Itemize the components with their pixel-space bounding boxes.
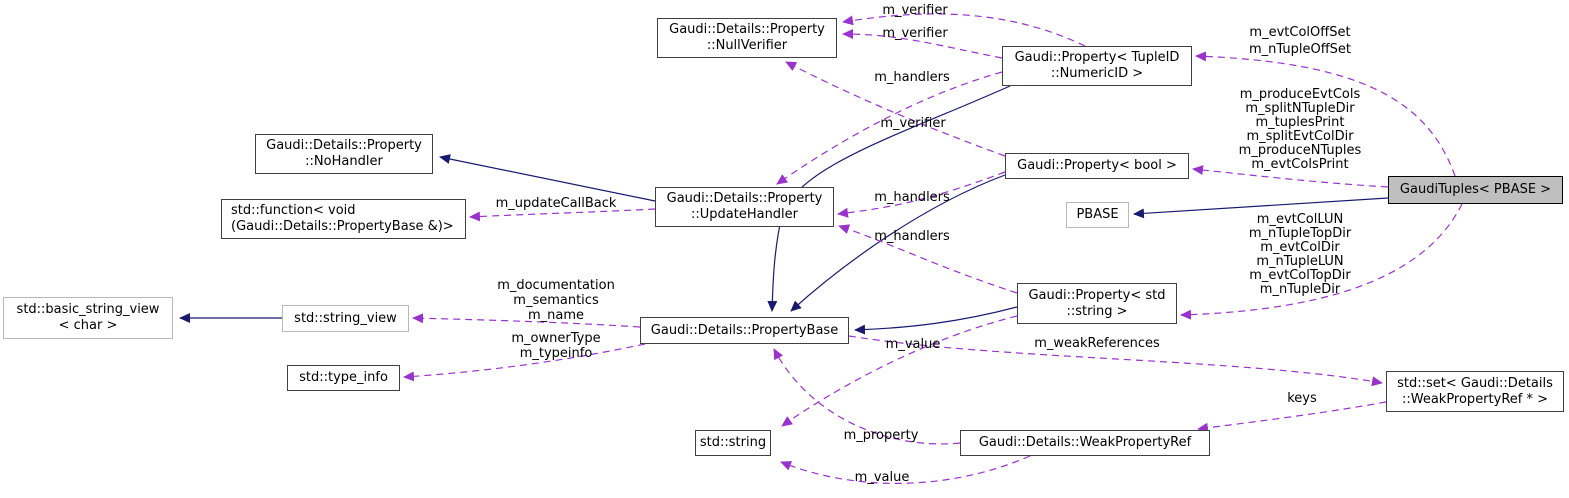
node-property-bool[interactable]: Gaudi::Property< bool > (1005, 153, 1189, 179)
node-std-string-view: std::string_view (282, 305, 409, 332)
edge-usage-mproperty (773, 348, 961, 445)
node-std-set-weakpropertyref[interactable]: std::set< Gaudi::Details ::WeakPropertyR… (1386, 371, 1564, 412)
edge-usage-mupdatecallback (469, 208, 656, 222)
edge-usage-mvalue-weakref (780, 455, 1031, 484)
node-pbase: PBASE (1066, 202, 1129, 228)
edge-label-owner-block: m_ownerType m_typeinfo (511, 331, 601, 361)
edge-label-offset-block: m_evtColOffSet m_nTupleOffSet (1248, 25, 1351, 57)
edge-usage-mweakreferences (848, 335, 1383, 387)
node-property-base[interactable]: Gaudi::Details::PropertyBase (640, 317, 849, 344)
edge-inherit-propstring-propertybase (854, 306, 1018, 335)
edge-usage-mhandlers-3 (838, 224, 1018, 294)
edge-usage-mownertype (403, 343, 646, 382)
edge-label-keys: keys (1287, 391, 1317, 406)
node-update-handler[interactable]: Gaudi::Details::Property ::UpdateHandler (655, 187, 834, 227)
node-gaudituples-current: GaudiTuples< PBASE > (1388, 176, 1563, 204)
edge-label-m-verifier-3: m_verifier (880, 116, 946, 131)
edge-label-m-verifier-1: m_verifier (882, 3, 948, 18)
edge-label-m-handlers-1: m_handlers (874, 70, 950, 85)
edge-label-m-handlers-3: m_handlers (874, 229, 950, 244)
edge-label-m-handlers-2: m_handlers (874, 190, 950, 205)
node-std-string[interactable]: std::string (695, 430, 771, 456)
edge-inherit-propbool-propertybase (790, 174, 1006, 312)
edge-usage-stringprops (1180, 203, 1463, 320)
node-std-type-info[interactable]: std::type_info (287, 365, 400, 391)
edge-usage-mvalue-propstring (781, 315, 1018, 427)
edge-label-string-block: m_evtColLUN m_nTupleTopDir m_evtColDir m… (1248, 212, 1352, 297)
node-nohandler[interactable]: Gaudi::Details::Property ::NoHandler (255, 134, 433, 174)
edge-usage-mverifier-1 (842, 13, 1086, 47)
node-std-function[interactable]: std::function< void (Gaudi::Details::Pro… (221, 199, 466, 239)
edge-usage-offsets (1195, 51, 1456, 177)
edge-label-bool-block: m_produceEvtCols m_splitNTupleDir m_tupl… (1238, 87, 1362, 172)
edge-label-doc-block: m_documentation m_semantics m_name (497, 278, 615, 323)
node-std-basic-string-view: std::basic_string_view < char > (3, 297, 173, 339)
node-null-verifier[interactable]: Gaudi::Details::Property ::NullVerifier (657, 18, 837, 58)
edge-usage-boolprops (1192, 165, 1389, 188)
edge-label-m-value-2: m_value (854, 470, 910, 485)
edge-label-m-updatecallback: m_updateCallBack (495, 196, 617, 211)
edge-usage-keys (1197, 401, 1387, 433)
edge-usage-mdocumentation (412, 313, 641, 328)
edge-label-m-value-1: m_value (885, 337, 941, 352)
node-property-std-string[interactable]: Gaudi::Property< std ::string > (1017, 283, 1177, 324)
edge-usage-mverifier-3 (785, 61, 1006, 157)
edge-inherit-updatehandler-nohandler (439, 154, 656, 202)
edge-label-m-weakreferences: m_weakReferences (1034, 336, 1160, 351)
edge-label-m-verifier-2: m_verifier (882, 26, 948, 41)
node-weak-property-ref[interactable]: Gaudi::Details::WeakPropertyRef (960, 430, 1210, 456)
node-property-tupleid-numericid[interactable]: Gaudi::Property< TupleID ::NumericID > (1002, 46, 1192, 86)
edge-label-m-property: m_property (843, 428, 919, 443)
edge-inherit-gaudituples-pbase (1133, 197, 1389, 219)
edge-usage-mhandlers-2 (837, 171, 1006, 218)
